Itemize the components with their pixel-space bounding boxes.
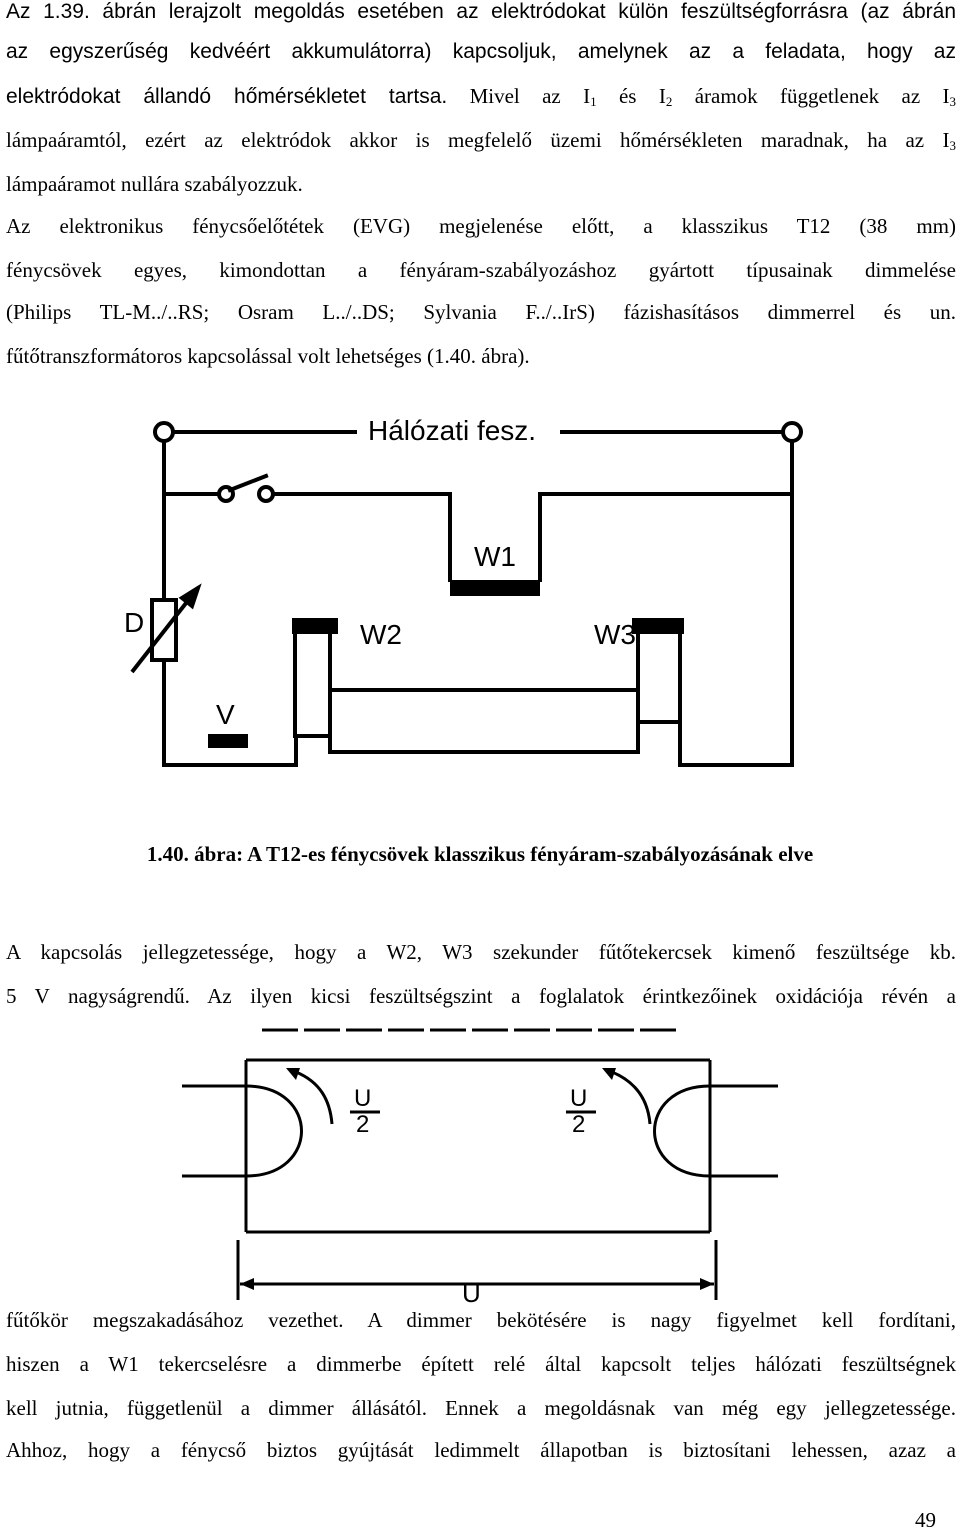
intro-line-1: Az 1.39. ábrán lerajzolt megoldás esetéb… [6,0,956,23]
right-voltage-arrow-head [602,1068,616,1080]
intro-line-3: elektródokat állandó hőmérsékletet tarts… [6,84,956,110]
intro-line-5: lámpaáramot nullára szabályozzuk. [6,172,303,196]
supply-voltage-label: Hálózati fesz. [368,415,536,446]
dimmer-arrow-line [130,596,192,674]
intro-line-3a: elektródokat állandó hőmérsékletet tarts… [6,85,448,108]
page-number: 49 [915,1508,936,1532]
left-half-voltage-denominator: 2 [356,1111,369,1138]
para4-line-1: fűtőkör megszakadásához vezethet. A dimm… [6,1308,956,1332]
para4-line-3: kell jutnia, függetlenül a dimmer állásá… [6,1396,956,1420]
para3-line-1: A kapcsolás jellegzetessége, hogy a W2, … [6,940,956,964]
para4-line-2: hiszen a W1 tekercselésre a dimmerbe épí… [6,1352,956,1376]
intro-line-4a: lámpaáramtól, ezért az elektródok akkor … [6,128,950,152]
circuit-diagram: Hálózati fesz. W1 W2 W3 D V [124,415,803,767]
subscript-2: 2 [665,94,673,109]
w1-label: W1 [474,541,516,572]
right-filament [653,1084,711,1178]
intro-line-4: lámpaáramtól, ezért az elektródok akkor … [6,128,956,154]
left-voltage-arrow [295,1070,334,1125]
intro-line-3c: és I [596,84,666,108]
intro-line-3d: áramok függetlenek az I [672,84,950,108]
w3-winding [632,618,684,634]
w3-label: W3 [594,619,636,650]
lamp-tube [328,688,640,754]
intro-line-3b: Mivel az I [469,84,591,108]
dimension-arrow-left [240,1278,254,1290]
subscript-4: 3 [949,138,957,153]
total-voltage-label: U [462,1278,481,1308]
battery-label: V [216,699,235,730]
w2-label: W2 [360,619,402,650]
dimmer-arrow-head [178,583,202,610]
subscript-3: 3 [949,94,957,109]
subscript-1: 1 [590,94,597,109]
para2-line-3: (Philips TL-M../..RS; Osram L../..DS; Sy… [6,300,956,324]
switch-lever [227,473,269,493]
filament-voltage-diagram: U 2 U 2 U [182,1028,778,1308]
para2-line-2: fénycsövek egyes, kimondottan a fényáram… [6,258,956,282]
intro-line-2: az egyszerűség kedvéért akkumulátorra) k… [6,40,956,63]
dimension-arrow-right [700,1278,714,1290]
switch-contact-right [257,485,275,503]
left-voltage-arrow-head [286,1068,300,1080]
terminal-left [153,421,175,443]
left-half-voltage-numerator: U [354,1085,371,1112]
left-filament [245,1084,303,1178]
v-battery [208,734,248,748]
para2-line-4: fűtőtranszformátoros kapcsolással volt l… [6,344,530,368]
para3-line-2: 5 V nagyságrendű. Az ilyen kicsi feszült… [6,984,956,1008]
terminal-right [781,421,803,443]
w2-winding [292,618,338,634]
right-half-voltage-numerator: U [570,1085,587,1112]
w1-winding [450,580,540,596]
dimmer-label: D [124,607,144,638]
right-voltage-arrow [611,1070,652,1125]
figure-caption: 1.40. ábra: A T12-es fénycsövek klasszik… [146,842,814,866]
para4-line-4: Ahhoz, hogy a fénycső biztos gyújtását l… [6,1438,956,1462]
para2-line-1: Az elektronikus fénycsőelőtétek (EVG) me… [6,214,956,238]
right-half-voltage-denominator: 2 [572,1111,585,1138]
